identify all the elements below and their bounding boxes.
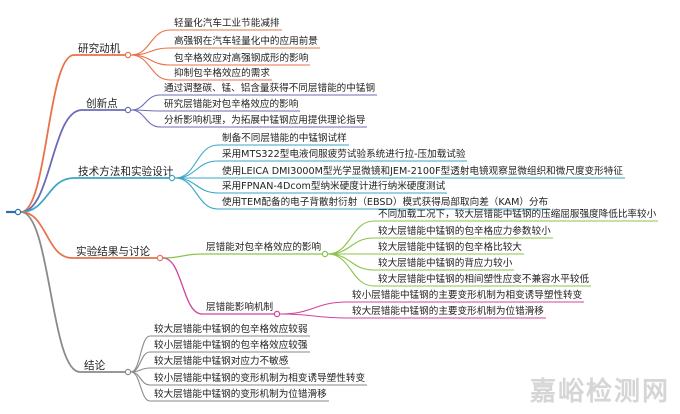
branch-connector [20, 177, 172, 213]
branch-node [168, 174, 176, 182]
result-item: 较大层错能中锰钢的背应力较小 [378, 258, 513, 269]
result-item: 较大层错能中锰钢的相间塑性应变不兼容水平较低 [378, 274, 590, 285]
branch-connector [20, 211, 128, 373]
conclusion-item: 较小层错能中锰钢的包辛格效应较强 [154, 340, 308, 351]
leaf-connector [130, 54, 272, 81]
branch-results: 实验结果与讨论 [76, 246, 151, 258]
branch-node [124, 51, 132, 59]
motivation-item: 轻量化汽车工业节能减排 [174, 18, 280, 29]
branch-conclusion: 结论 [84, 360, 106, 372]
innovation-item: 分析影响机理，为拓展中锰钢应用提供理论指导 [164, 115, 366, 126]
branch-connector [20, 109, 128, 213]
result-item: 不同加载工况下，较大层错能中锰钢的压缩屈服强度降低比率较小 [378, 209, 657, 220]
leaf-connector [130, 47, 320, 56]
method-item: 采用FPNAN-4Dcom型纳米硬度计进行纳米硬度测试 [222, 181, 446, 192]
innovation-item: 通过调整碳、锰、铝含量获得不同层错能的中锰钢 [164, 83, 376, 94]
subbranch-node [273, 310, 281, 318]
motivation-item: 高强钢在汽车轻量化中的应用前景 [174, 36, 318, 47]
leaf-connector [174, 160, 467, 179]
method-item: 制备不同层错能的中锰钢试样 [222, 133, 347, 144]
branch-node [124, 368, 132, 376]
subbranch-node [321, 250, 329, 258]
subbranch-connector [162, 257, 275, 315]
branch-connector [20, 211, 160, 259]
branch-node [156, 254, 164, 262]
conclusion-item: 较大层错能中锰钢对应力不敏感 [154, 356, 289, 367]
subbranch-sfe-effect: 层错能对包辛格效应的影响 [206, 242, 322, 253]
branch-research-motivation: 研究动机 [78, 43, 121, 55]
motivation-item: 抑制包辛格效应的需求 [174, 68, 270, 79]
conclusion-item: 较小层错能中锰钢的变形机制为相变诱导塑性转变 [154, 373, 366, 384]
leaf-connector [130, 94, 377, 111]
leaf-connector [130, 109, 367, 128]
innovation-item: 研究层错能对包辛格效应的影响 [164, 99, 299, 110]
leaf-connector [327, 253, 591, 287]
conclusion-item: 较大层错能中锰钢的变形机制为位错滑移 [154, 389, 327, 400]
root-node [14, 208, 22, 216]
leaf-connector [130, 29, 282, 56]
leaf-connector [174, 177, 550, 210]
result-item: 较大层错能中锰钢的包辛格比较大 [378, 242, 522, 253]
leaf-connector [279, 301, 584, 315]
motivation-item: 包辛格效应对高强钢成形的影响 [174, 53, 309, 64]
mechanism-item: 较大层错能中锰钢的主要变形机制为位错滑移 [352, 306, 544, 317]
branch-innovation: 创新点 [86, 98, 118, 110]
leaf-connector [327, 237, 553, 255]
leaf-connector [130, 371, 329, 402]
branch-node [124, 106, 132, 114]
subbranch-sfe-mechanism: 层错能影响机制 [206, 302, 274, 313]
conclusion-item: 较大层错能中锰钢的包辛格效应较弱 [154, 324, 308, 335]
branch-connector [20, 54, 128, 213]
subbranch-connector [162, 253, 323, 259]
method-item: 使用TEM配备的电子背散射衍射（EBSD）模式获得局部取向差（KAM）分布 [222, 197, 549, 208]
mechanism-item: 较小层错能中锰钢的主要变形机制为相变诱导塑性转变 [352, 290, 583, 301]
leaf-connector [130, 351, 310, 373]
leaf-connector [327, 220, 658, 255]
leaf-connector [130, 367, 290, 373]
watermark: 嘉峪检测网 [529, 377, 670, 407]
method-item: 采用MTS322型电液伺服疲劳试验系统进行拉-压加载试验 [222, 149, 466, 160]
result-item: 较大层错能中锰钢的包辛格应力参数较小 [378, 226, 551, 237]
leaf-connector [130, 335, 310, 373]
method-item: 使用LEICA DMI3000M型光学显微镜和JEM-2100F型透射电镜观察显… [222, 166, 623, 177]
leaf-connector [279, 313, 546, 319]
branch-methods: 技术方法和实验设计 [78, 166, 174, 178]
